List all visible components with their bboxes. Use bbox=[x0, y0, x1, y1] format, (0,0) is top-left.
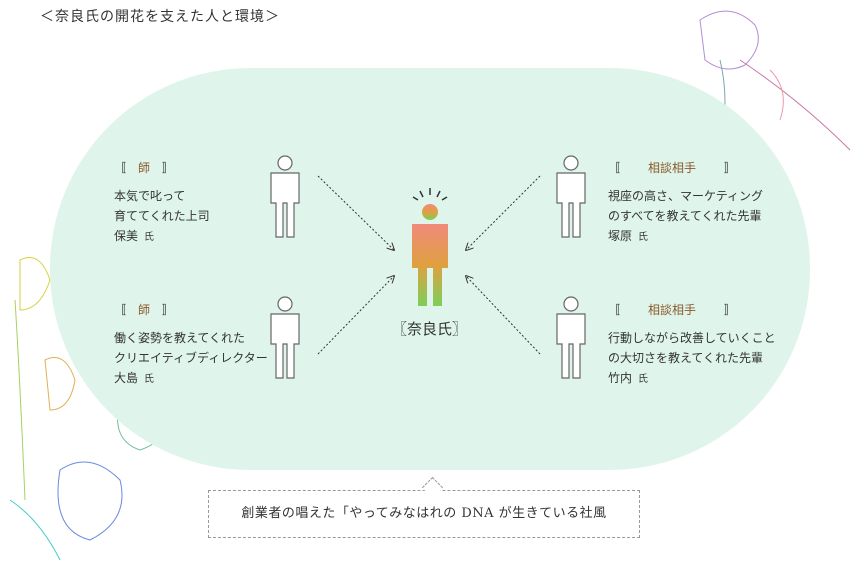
bracket: 〚 bbox=[608, 161, 621, 175]
mentor-card: 〚 相談相手 〛 視座の高さ、マーケティング のすべてを教えてくれた先輩 塚原氏 bbox=[608, 158, 763, 248]
bracket: 〛 bbox=[724, 303, 737, 317]
mentor-desc: 育ててくれた上司 bbox=[114, 209, 210, 223]
bracket: 〚 bbox=[608, 303, 621, 317]
mentor-desc: 行動しながら改善していくこと bbox=[608, 331, 776, 345]
diagram-title: ＜奈良氏の開花を支えた人と環境＞ bbox=[40, 9, 280, 25]
arrow-mentor-2 bbox=[317, 276, 394, 355]
mentor-role: 師 bbox=[138, 303, 151, 317]
mentor-desc: クリエイティブディレクター bbox=[114, 351, 268, 365]
bracket: 〚 bbox=[114, 303, 127, 317]
mentor-role: 師 bbox=[138, 161, 151, 175]
bracket: 〚 bbox=[114, 161, 127, 175]
center-label: 〖奈良氏〗 bbox=[392, 320, 468, 338]
mentor-card: 〚 相談相手 〛 行動しながら改善していくこと の大切さを教えてくれた先輩 竹内氏 bbox=[608, 300, 776, 390]
culture-quote-box: 創業者の唱えた「やってみなはれの DNA が生きている社風 bbox=[208, 490, 640, 538]
mentor-desc: の大切さを教えてくれた先輩 bbox=[608, 351, 764, 365]
mentor-desc: 働く姿勢を教えてくれた bbox=[114, 331, 246, 345]
mentor-card: 〚師〛 本気で叱って 育ててくれた上司 保美氏 bbox=[114, 158, 210, 248]
mentor-role: 相談相手 bbox=[648, 161, 697, 175]
spotlight-icon bbox=[412, 188, 448, 201]
bracket: 〛 bbox=[162, 303, 175, 317]
name-suffix: 氏 bbox=[638, 374, 649, 385]
arrow-mentor-3 bbox=[466, 175, 541, 250]
mentor-name: 保美 bbox=[114, 229, 139, 243]
mentor-role: 相談相手 bbox=[648, 303, 697, 317]
bracket: 〛 bbox=[724, 161, 737, 175]
person-icon bbox=[270, 155, 300, 238]
mentor-name: 竹内 bbox=[608, 371, 633, 385]
mentor-name: 塚原 bbox=[608, 229, 633, 243]
center-person-icon bbox=[412, 204, 448, 306]
name-suffix: 氏 bbox=[638, 232, 649, 243]
name-suffix: 氏 bbox=[144, 232, 155, 243]
environment-area bbox=[50, 68, 810, 470]
arrow-mentor-1 bbox=[317, 175, 394, 250]
person-icon bbox=[556, 296, 586, 379]
mentor-desc: 視座の高さ、マーケティング bbox=[608, 189, 764, 203]
mentor-card: 〚師〛 働く姿勢を教えてくれた クリエイティブディレクター 大島氏 bbox=[114, 300, 268, 390]
bracket: 〛 bbox=[162, 161, 175, 175]
mentor-desc: 本気で叱って bbox=[114, 189, 186, 203]
arrow-mentor-4 bbox=[466, 276, 541, 355]
person-icon bbox=[270, 296, 300, 379]
person-icon bbox=[556, 155, 586, 238]
mentor-desc: のすべてを教えてくれた先輩 bbox=[608, 209, 762, 223]
name-suffix: 氏 bbox=[144, 374, 155, 385]
mentor-name: 大島 bbox=[114, 371, 139, 385]
